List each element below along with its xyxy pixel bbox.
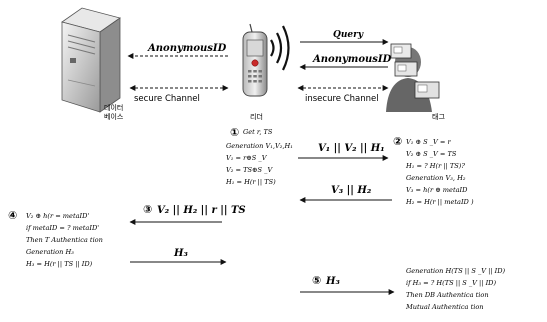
step4-line5: H₃ = H(r || TS || ID) — [25, 260, 93, 268]
step5-number: ⑤ — [312, 274, 321, 287]
reader-phone-icon — [243, 24, 267, 96]
step3-message: V₂ || H₂ || r || TS — [157, 205, 246, 216]
step2-line2: V₂ ⊕ S _V = TS — [406, 150, 457, 158]
anonymousid-left-label: AnonymousID — [147, 43, 227, 54]
tag-icon — [386, 44, 439, 112]
step2-line5: V₃ = h(r ⊕ metaID — [406, 186, 468, 194]
step4-number: ④ — [8, 209, 17, 222]
insecure-channel-label: insecure Channel — [305, 94, 379, 104]
step5-line3: Then DB Authentica tion — [406, 291, 489, 299]
step3-number: ③ — [143, 203, 152, 216]
step2-line4: Generation V₃, H₂ — [406, 174, 466, 182]
step1-line4: V₂ = TS⊕S _V — [226, 166, 273, 174]
step5-line4: Mutual Authentica tion — [405, 303, 484, 311]
v1-v2-h1-label: V₁ || V₂ || H₁ — [318, 143, 385, 154]
step2-line1: V₁ ⊕ S _V = r — [406, 138, 452, 146]
step1-line2: Generation V₁,V₂,H₁ — [226, 142, 293, 150]
step5-line2: if H₃ = ? H(TS || S _V || ID) — [406, 279, 496, 287]
step1-line1: Get r, TS — [243, 128, 273, 136]
step2-line6: H₂ = H(r || metaID ) — [405, 198, 474, 206]
database-label-line1: 데이터 — [104, 103, 123, 112]
query-label: Query — [333, 30, 364, 40]
step4-line2: if metaID = ? metaID' — [26, 224, 99, 232]
anonymousid-right-label: AnonymousID — [312, 54, 392, 65]
wireless-signal-icon — [271, 26, 289, 70]
step4-line3: Then T Authentica tion — [26, 236, 103, 244]
step2-line3: H₁ = ? H(r || TS)? — [405, 162, 465, 170]
v3-h2-label: V₃ || H₂ — [331, 185, 372, 196]
database-label-line2: 베이스 — [104, 112, 124, 121]
step1-line5: H₁ = H(r || TS) — [225, 178, 276, 186]
step1-number: ① — [230, 126, 239, 139]
step5-message: H₃ — [325, 276, 340, 287]
database-server-icon — [62, 8, 120, 112]
step5-line1: Generation H(TS || S _V || ID) — [406, 267, 506, 275]
h3-label: H₃ — [173, 248, 188, 259]
step4-line1: V₂ ⊕ h(r = metaID' — [26, 212, 89, 220]
step1-line3: V₁ = r⊕S _V — [226, 154, 268, 162]
step2-number: ② — [393, 135, 402, 148]
secure-channel-label: secure Channel — [134, 94, 200, 104]
step4-line4: Generation H₃ — [26, 248, 74, 256]
tag-label: 태그 — [432, 113, 445, 121]
reader-label: 리더 — [250, 112, 263, 121]
